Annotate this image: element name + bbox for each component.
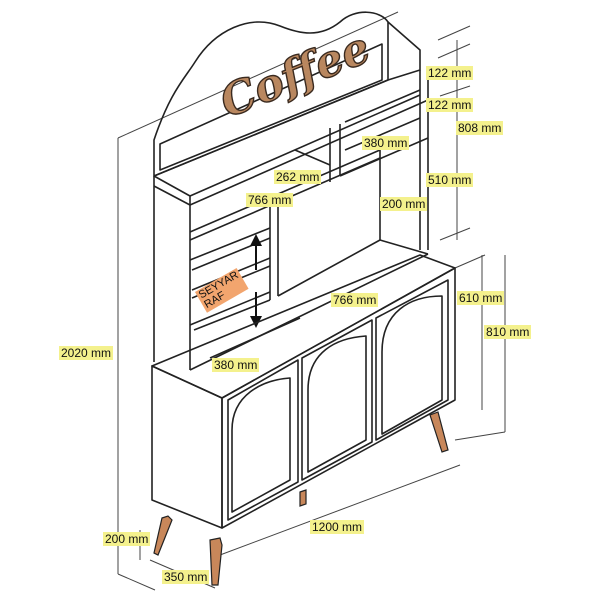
dim-middle-shelf-width: 262 mm xyxy=(274,170,322,184)
coffee-logo: Coffee xyxy=(212,21,378,128)
dim-cabinet-total-height: 810 mm xyxy=(484,325,532,339)
dim-top-gap-2: 122 mm xyxy=(426,98,474,112)
dim-left-shelf-width: 380 mm xyxy=(212,358,260,372)
dim-upper-height: 808 mm xyxy=(456,121,504,135)
dim-right-shelf-width: 380 mm xyxy=(362,136,410,150)
dim-depth: 350 mm xyxy=(162,570,210,584)
dim-top-gap-1: 122 mm xyxy=(426,66,474,80)
dim-lower-inner-width: 766 mm xyxy=(331,293,379,307)
dim-cabinet-height: 610 mm xyxy=(457,291,505,305)
dim-total-width: 1200 mm xyxy=(310,520,365,534)
dim-vertical-gap: 200 mm xyxy=(380,197,428,211)
svg-text:Coffee: Coffee xyxy=(213,22,377,128)
dim-upper-shelf-height: 510 mm xyxy=(426,173,474,187)
dim-upper-inner-width: 766 mm xyxy=(246,193,294,207)
dim-total-height: 2020 mm xyxy=(59,346,114,360)
dim-leg-height: 200 mm xyxy=(103,532,151,546)
slide-arrows xyxy=(250,234,262,328)
lower-cabinet xyxy=(151,254,456,586)
